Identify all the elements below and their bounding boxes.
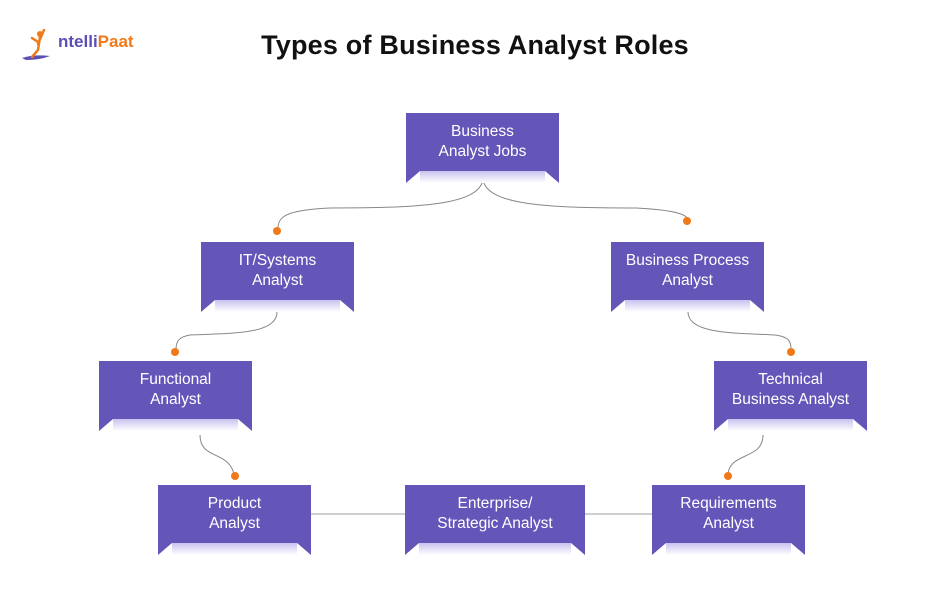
node-label-line1: Requirements bbox=[680, 495, 777, 512]
link-root-bp bbox=[482, 179, 689, 221]
link-root-it bbox=[277, 179, 484, 229]
ribbon-shape bbox=[406, 113, 559, 183]
dot-functional bbox=[171, 348, 179, 356]
node-label-line2: Analyst bbox=[662, 272, 713, 289]
link-it-functional bbox=[175, 311, 278, 351]
node-label-line1: Business bbox=[451, 123, 514, 140]
ribbon-shape bbox=[652, 485, 805, 555]
node-label-line1: Product bbox=[207, 495, 262, 512]
dot-it bbox=[273, 227, 281, 235]
node-label-line1: Business Process bbox=[625, 252, 750, 269]
node-label-line2: Analyst bbox=[150, 391, 201, 408]
ribbon-shape bbox=[201, 242, 354, 312]
page-title: Types of Business Analyst Roles bbox=[261, 30, 689, 60]
intellipaat-logo: ntelliPaat bbox=[20, 24, 134, 64]
dot-product bbox=[231, 472, 239, 480]
node-enterprise-strategic-analyst: Enterprise/Strategic Analyst bbox=[405, 485, 585, 555]
link-functional-product bbox=[199, 434, 235, 475]
ribbon-shape bbox=[158, 485, 311, 555]
ribbon-shape bbox=[405, 485, 585, 555]
ribbon-shape bbox=[714, 361, 867, 431]
node-label-line2: Analyst bbox=[252, 272, 303, 289]
node-label-line2: Business Analyst bbox=[731, 391, 850, 408]
node-label-line1: Enterprise/ bbox=[457, 495, 533, 512]
node-label-line1: IT/Systems bbox=[238, 252, 317, 269]
ribbon-shape bbox=[99, 361, 252, 431]
link-technical-requirements bbox=[727, 434, 764, 475]
ribbon-shape bbox=[611, 242, 764, 312]
dot-bp bbox=[683, 217, 691, 225]
link-bp-technical bbox=[687, 311, 792, 351]
runner-icon bbox=[22, 28, 50, 60]
node-label-line1: Functional bbox=[139, 371, 212, 388]
logo-text: ntelliPaat bbox=[58, 32, 134, 51]
dot-technical bbox=[787, 348, 795, 356]
node-label-line2: Analyst Jobs bbox=[438, 143, 527, 160]
node-label-line1: Technical bbox=[758, 371, 823, 388]
node-label-line2: Strategic Analyst bbox=[437, 515, 553, 532]
node-label-line2: Analyst bbox=[209, 515, 260, 532]
node-label-line2: Analyst bbox=[703, 515, 754, 532]
dot-requirements bbox=[724, 472, 732, 480]
